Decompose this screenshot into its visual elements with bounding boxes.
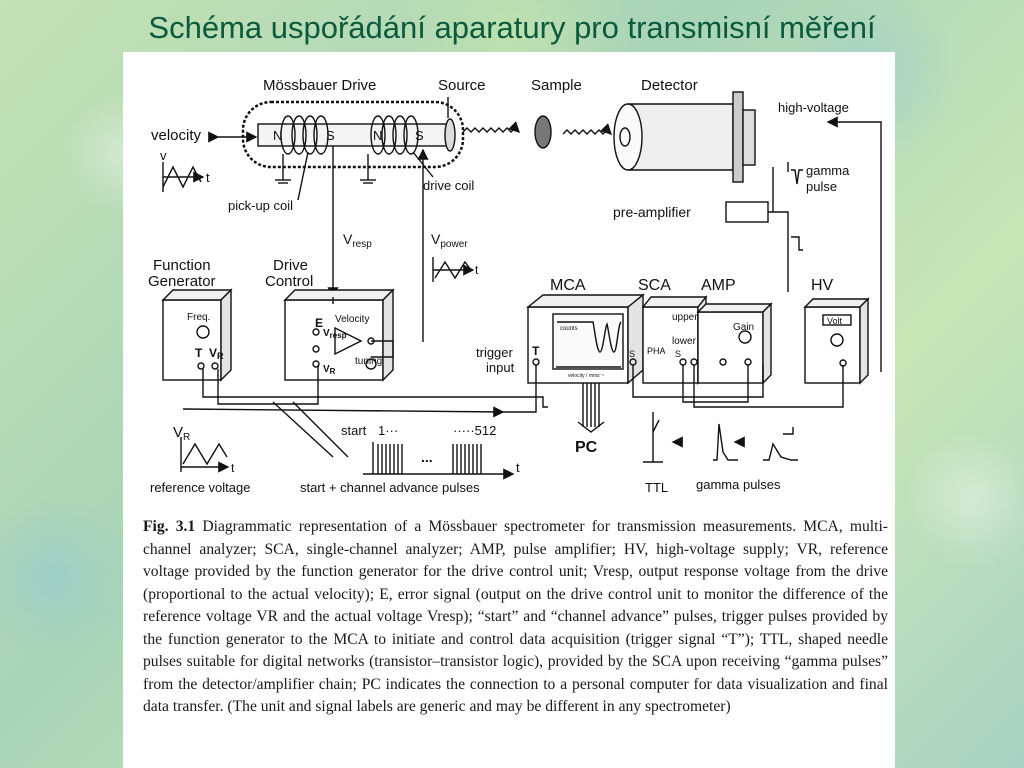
mca-counts-label: counts [560, 326, 578, 332]
drive-control-box [283, 288, 395, 382]
detector [613, 91, 756, 183]
velocity-graph [162, 162, 205, 192]
channel-pulses-graph [363, 442, 515, 480]
hv-label: HV [811, 277, 834, 294]
dc-e-label: E [315, 316, 323, 330]
vresp-label: Vresp [343, 231, 372, 250]
figure-panel: Mössbauer Drive Source Sample Detector h… [123, 52, 895, 768]
pre-amplifier-box [725, 201, 769, 223]
dc-velocity-label: Velocity [335, 314, 369, 325]
ttl-pulse [643, 412, 663, 463]
function-generator-box [161, 288, 233, 382]
amp-box [696, 302, 773, 385]
gamma-pulse-label-1: gamma [806, 163, 850, 178]
sample-disk [534, 115, 552, 149]
freq-label: Freq. [187, 312, 210, 323]
pickup-coil-label: pick-up coil [228, 198, 293, 213]
mca-t-label: T [532, 344, 540, 358]
mossbauer-drive-label: Mössbauer Drive [263, 77, 376, 94]
source-label: Source [438, 77, 486, 94]
magnet-s2-label: S [415, 128, 424, 143]
mca-box [526, 293, 645, 385]
channel-t-label: t [516, 460, 520, 475]
velocity-label: velocity [151, 127, 202, 144]
gamma-ray-1 [462, 121, 520, 133]
dc-vresp-label: Vresp [323, 328, 347, 340]
trigger-input-label-2: input [486, 360, 515, 375]
drive-control-label-1: Drive [273, 257, 308, 274]
ground-symbols [275, 154, 376, 184]
gamma-pulse-shapes [671, 423, 798, 461]
drive-coil-label: drive coil [423, 178, 474, 193]
hv-volt-label: Volt [827, 316, 843, 326]
sca-upper-label: upper [672, 312, 698, 323]
mca-label: MCA [550, 277, 586, 294]
sca-label: SCA [638, 277, 671, 294]
vpower-graph [432, 257, 475, 282]
slide-title: Schéma uspořádání aparatury pro transmis… [148, 10, 876, 45]
sca-s2-label: S [675, 349, 681, 359]
gamma-ray-2 [562, 123, 612, 135]
velocity-t-label: t [206, 170, 210, 185]
sca-pha-label: PHA [647, 346, 666, 356]
vpower-t-label: t [475, 263, 479, 277]
end-512-label: ·····512 [453, 423, 496, 438]
fg-t-label: T [195, 346, 203, 360]
magnet-n2-label: N [373, 128, 382, 143]
amp-label: AMP [701, 277, 736, 294]
high-voltage-line [826, 116, 882, 372]
vpower-label: Vpower [431, 231, 468, 250]
magnet-s1-label: S [326, 128, 335, 143]
sca-lower-label: lower [672, 336, 697, 347]
hv-box [803, 297, 870, 385]
dc-tuning-label: tuning [355, 356, 382, 367]
pc-label: PC [575, 439, 598, 456]
reference-voltage-graph [180, 437, 230, 473]
function-generator-label-1: Function [153, 257, 211, 274]
start-label: start [341, 423, 367, 438]
start-channel-pulses-label: start + channel advance pulses [300, 480, 480, 495]
amp-gain-label: Gain [733, 322, 754, 333]
trigger-input-label-1: trigger [476, 345, 514, 360]
sca-s1-label: S [629, 349, 635, 359]
spectrometer-diagram: Mössbauer Drive Source Sample Detector h… [148, 77, 882, 495]
ref-vr-label: VR [173, 424, 190, 443]
drive-coil [370, 115, 419, 155]
reference-voltage-label: reference voltage [150, 480, 250, 495]
pre-amplifier-label: pre-amplifier [613, 204, 691, 220]
high-voltage-label: high-voltage [778, 100, 849, 115]
gamma-pulses-label: gamma pulses [696, 477, 781, 492]
caption-text: Diagrammatic representation of a Mössbau… [143, 518, 888, 715]
sample-label: Sample [531, 77, 582, 94]
figure-caption: Fig. 3.1 Diagrammatic representation of … [143, 516, 888, 719]
drive-control-label-2: Control [265, 273, 313, 290]
dots-mid-label: ... [421, 449, 433, 465]
mca-velocity-axis-label: velocity / mms⁻¹ [568, 373, 604, 379]
start-one-label: 1··· [378, 423, 398, 438]
velocity-v-label: v [160, 148, 167, 163]
source-disk [444, 118, 456, 152]
drive-enclosure [241, 100, 465, 169]
detector-label: Detector [641, 77, 698, 94]
ttl-label: TTL [645, 480, 668, 495]
dc-vr-label: VR [323, 364, 336, 376]
pc-cable [577, 383, 605, 433]
gamma-pulse-label-2: pulse [806, 179, 837, 194]
ref-t-label: t [231, 461, 235, 475]
magnet-n1-label: N [273, 128, 282, 143]
pickup-coil [280, 115, 329, 155]
function-generator-label-2: Generator [148, 273, 216, 290]
fg-vr-label: VR [209, 346, 224, 361]
figure-label: Fig. 3.1 [143, 518, 196, 535]
